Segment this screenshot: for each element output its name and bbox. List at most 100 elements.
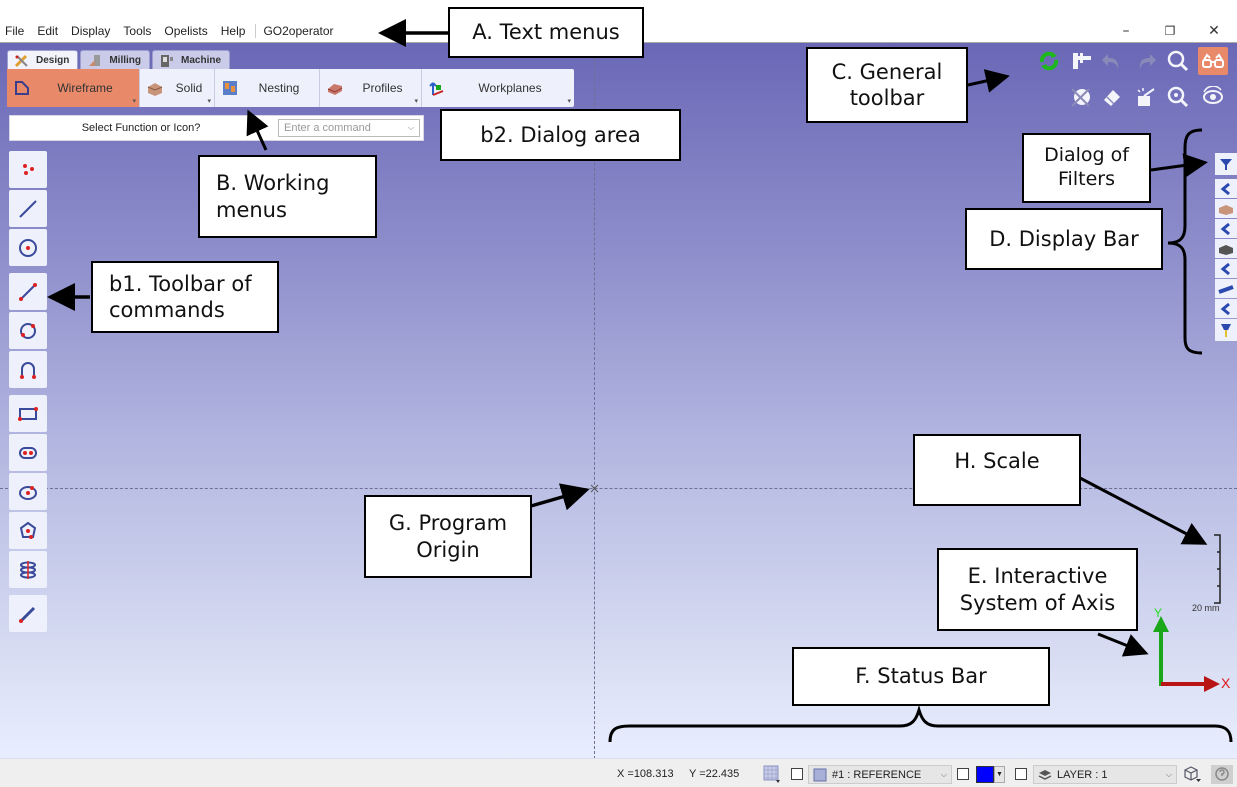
undo-button[interactable] xyxy=(1097,47,1127,75)
two-point-line-button[interactable] xyxy=(9,273,47,310)
slot-button[interactable] xyxy=(9,434,47,471)
working-menu-solid[interactable]: Solid ▾ xyxy=(140,69,215,107)
two-point-line-icon xyxy=(19,282,37,301)
redo-button[interactable] xyxy=(1131,47,1161,75)
line-button[interactable] xyxy=(9,190,47,227)
redo-icon xyxy=(1139,54,1156,69)
layer-checkbox[interactable] xyxy=(1015,765,1027,783)
callout-dialog-area: b2. Dialog area xyxy=(440,109,681,161)
magic-wand-icon xyxy=(1137,88,1155,106)
chevron-down-icon[interactable]: ⌵ xyxy=(407,123,414,132)
restore-button[interactable]: ❐ xyxy=(1164,24,1176,38)
collapse-button[interactable] xyxy=(1215,259,1237,278)
circle-center-button[interactable] xyxy=(9,229,47,266)
arc-button[interactable] xyxy=(9,351,47,388)
reference-checkbox[interactable] xyxy=(791,765,803,783)
menu-display[interactable]: Display xyxy=(71,24,111,38)
rotate-view-button[interactable] xyxy=(1198,83,1228,111)
zoom-fit-button[interactable] xyxy=(1163,83,1193,111)
callout-dialog-filters-text: Dialog of Filters xyxy=(1044,144,1129,190)
glasses-view-icon xyxy=(1202,53,1224,68)
polygon-icon xyxy=(19,521,37,539)
view-cube-button[interactable] xyxy=(1182,765,1202,783)
glasses-view-button[interactable] xyxy=(1198,47,1228,75)
arc-icon xyxy=(20,361,36,379)
collapse-button[interactable] xyxy=(1215,299,1237,318)
color-checkbox[interactable] xyxy=(957,765,969,783)
command-input-placeholder: Enter a command xyxy=(284,122,371,134)
working-menu-profiles[interactable]: Profiles ▾ xyxy=(320,69,422,107)
callout-dialog-filters: Dialog of Filters xyxy=(1022,133,1151,203)
collapse-chevron-icon xyxy=(1220,182,1230,195)
grid-button[interactable] xyxy=(763,765,781,783)
ellipse-button[interactable] xyxy=(9,473,47,510)
help-icon xyxy=(1215,767,1229,781)
help-button[interactable] xyxy=(1211,764,1233,784)
scale-label: 20 mm xyxy=(1192,603,1220,613)
spiral-button[interactable] xyxy=(9,551,47,588)
callout-toolbar-commands-text: b1. Toolbar of commands xyxy=(109,271,252,322)
polygon-button[interactable] xyxy=(9,512,47,549)
pen-sketch-button[interactable] xyxy=(9,595,47,632)
eraser-button[interactable] xyxy=(1097,83,1127,111)
layers-icon xyxy=(1038,769,1052,780)
zoom-button[interactable] xyxy=(1163,47,1193,75)
command-input[interactable]: Enter a command ⌵ xyxy=(278,119,420,137)
line-icon xyxy=(19,199,37,218)
stock-visibility-button[interactable] xyxy=(1215,239,1237,258)
rectangle-button[interactable] xyxy=(9,395,47,432)
menu-opelists[interactable]: Opelists xyxy=(164,24,208,38)
reference-select[interactable]: #1 : REFERENCE ⌵ xyxy=(808,765,952,784)
layer-select[interactable]: LAYER : 1 ⌵ xyxy=(1033,765,1177,784)
menu-tools[interactable]: Tools xyxy=(123,24,152,38)
dropdown-arrow-icon: ▾ xyxy=(132,98,136,105)
regenerate-button[interactable] xyxy=(1034,47,1064,75)
x-coordinate: X =108.313 xyxy=(617,768,674,780)
eraser-icon xyxy=(1104,90,1120,106)
minimize-button[interactable]: – xyxy=(1122,23,1130,39)
working-menu-wireframe[interactable]: Wireframe ▾ xyxy=(7,69,140,107)
menu-edit[interactable]: Edit xyxy=(37,24,59,38)
solid-visibility-button[interactable] xyxy=(1215,199,1237,218)
callout-axis-system: E. Interactive System of Axis xyxy=(937,548,1138,631)
working-menu-profiles-label: Profiles xyxy=(362,81,403,95)
points-button[interactable] xyxy=(9,151,47,188)
callout-program-origin: G. Program Origin xyxy=(364,495,532,578)
arc-circle-button[interactable] xyxy=(9,312,47,349)
tube-icon xyxy=(1218,284,1234,294)
tube-visibility-button[interactable] xyxy=(1215,279,1237,298)
filter-button[interactable] xyxy=(1215,153,1237,175)
callout-working-menus-text: B. Working menus xyxy=(216,171,330,222)
points-icon xyxy=(23,163,34,175)
magic-wand-button[interactable] xyxy=(1131,83,1161,111)
layer-value: LAYER : 1 xyxy=(1057,768,1108,781)
origin-vertical-axis xyxy=(594,43,595,758)
callout-program-origin-text: G. Program Origin xyxy=(388,511,508,562)
working-menu-workplanes[interactable]: Workplanes ▾ xyxy=(422,69,574,107)
menu-help[interactable]: Help xyxy=(220,24,246,38)
callout-general-toolbar-text: C. General toolbar xyxy=(831,59,943,110)
tab-machine[interactable]: Machine xyxy=(152,50,231,70)
color-picker[interactable]: ▼ xyxy=(976,765,1005,783)
menu-file[interactable]: File xyxy=(5,24,25,38)
tab-design[interactable]: Design xyxy=(7,50,79,70)
close-button[interactable]: ✕ xyxy=(1208,23,1220,39)
measure-button[interactable] xyxy=(1066,47,1096,75)
interactive-axis-system[interactable] xyxy=(1148,606,1237,696)
collapse-button[interactable] xyxy=(1215,219,1237,238)
working-menu-workplanes-label: Workplanes xyxy=(478,81,542,95)
dropdown-arrow-icon: ▾ xyxy=(207,98,211,105)
menu-go2operator[interactable]: GO2operator xyxy=(263,24,334,38)
regenerate-icon xyxy=(1039,51,1059,71)
grid-icon xyxy=(763,765,780,783)
collapse-button[interactable] xyxy=(1215,179,1237,198)
callout-text-menus: A. Text menus xyxy=(448,7,644,58)
nesting-icon xyxy=(223,81,237,95)
filter-icon xyxy=(1220,159,1232,170)
dialog-title: Select Function or Icon? xyxy=(81,122,201,134)
working-menu-nesting[interactable]: Nesting xyxy=(215,69,320,107)
arc-circle-icon xyxy=(20,322,36,339)
tab-milling[interactable]: Milling xyxy=(80,50,151,70)
tool-visibility-button[interactable] xyxy=(1215,319,1237,341)
appearance-tools-button[interactable] xyxy=(1066,83,1096,111)
